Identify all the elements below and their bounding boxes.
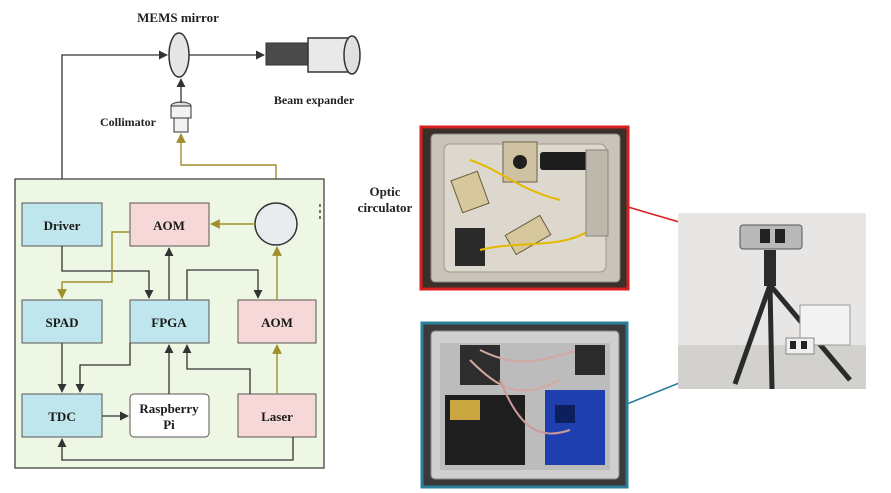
electronics-module-photo xyxy=(420,321,629,489)
optic-circulator-label-1: Optic xyxy=(369,184,400,199)
raspberry-pi-label-1: Raspberry xyxy=(139,401,199,416)
spad-block xyxy=(21,299,103,344)
laser-to-fpga-arrow xyxy=(182,344,251,394)
aom-top-label: AOM xyxy=(153,218,185,233)
driver-block xyxy=(21,202,103,247)
aom-to-spad-arrow xyxy=(57,231,130,299)
spad-label: SPAD xyxy=(46,315,79,330)
collimator-icon xyxy=(170,101,192,133)
fpga-to-aom-right-arrow xyxy=(186,269,263,300)
laser-label: Laser xyxy=(261,409,293,424)
beam-expander-icon xyxy=(265,35,361,75)
laser-to-tdc-arrow xyxy=(57,437,294,461)
collimator-label: Collimator xyxy=(100,115,157,129)
raspberry-pi-label-2: Pi xyxy=(163,417,175,432)
aom-right-label: AOM xyxy=(261,315,293,330)
beam-expander-label: Beam expander xyxy=(274,93,355,107)
tdc-block xyxy=(21,393,103,438)
laser-block xyxy=(237,393,317,438)
driver-to-mirror-arrow xyxy=(61,50,168,222)
fpga-label: FPGA xyxy=(151,315,187,330)
tdc-label: TDC xyxy=(48,409,75,424)
optic-circulator-icon xyxy=(254,202,298,246)
driver-to-fpga-arrow xyxy=(61,246,154,299)
optical-module-photo xyxy=(419,125,630,291)
fpga-to-tdc-arrow xyxy=(75,343,131,393)
mems-mirror-label: MEMS mirror xyxy=(137,10,219,25)
aom-top-block xyxy=(129,202,210,247)
mems-mirror-icon xyxy=(168,32,190,78)
driver-label: Driver xyxy=(44,218,81,233)
optic-circulator-label-2: circulator xyxy=(358,200,413,215)
lidar-on-tripod-photo xyxy=(678,213,866,390)
